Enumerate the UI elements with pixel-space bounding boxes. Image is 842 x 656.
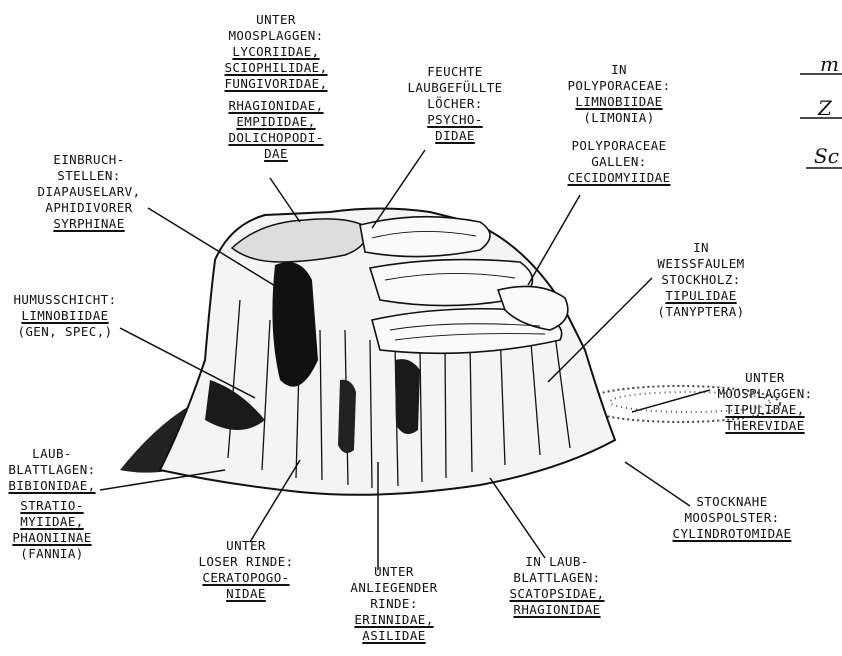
label-line: EINBRUCH- [53, 152, 125, 167]
label-line: (GEN, SPEC,) [17, 324, 113, 339]
label-line: GALLEN: [591, 154, 647, 169]
taxon-name: TIPULIDAE, [725, 402, 805, 417]
taxon-name: ERINNIDAE, [354, 612, 434, 627]
label-line: STOCKNAHE [696, 494, 768, 509]
label-line: STOCKHOLZ: [661, 272, 741, 287]
taxon-name: PHAONIINAE [12, 530, 92, 545]
label-line: FEUCHTE [427, 64, 483, 79]
taxon-name: SCIOPHILIDAE, [224, 60, 328, 75]
label-line: BLATTLAGEN: [8, 462, 96, 477]
label-line: (TANYPTERA) [657, 304, 745, 319]
label-unter-moosplaggen-right: UNTER MOOSPLAGGEN: TIPULIDAE, THEREVIDAE [708, 370, 822, 434]
label-line: APHIDIVORER [45, 200, 133, 215]
taxon-name: LIMNOBIIDAE [575, 94, 663, 109]
label-line: MOOSPOLSTER: [684, 510, 780, 525]
label-in-polyporaceae: IN POLYPORACEAE: LIMNOBIIDAE (LIMONIA) [557, 62, 681, 126]
label-line: IN LAUB- [525, 554, 589, 569]
label-unter-loser-rinde: UNTER LOSER RINDE: CERATOPOGO- NIDAE [194, 538, 298, 602]
label-line: MOOSPLAGGEN: [228, 28, 324, 43]
label-line: LOSER RINDE: [198, 554, 294, 569]
taxon-name: ASILIDAE [362, 628, 426, 643]
taxon-name: EMPIDIDAE, [236, 114, 316, 129]
margin-rules [800, 73, 842, 169]
label-line: ANLIEGENDER [350, 580, 438, 595]
label-unter-anliegender-rinde: UNTER ANLIEGENDER RINDE: ERINNIDAE, ASIL… [344, 564, 444, 644]
label-line: BLATTLAGEN: [513, 570, 601, 585]
label-line: POLYPORACEAE [571, 138, 667, 153]
taxon-name: NIDAE [226, 586, 266, 601]
label-unter-moosplaggen-top: UNTER MOOSPLAGGEN: LYCORIIDAE, SCIOPHILI… [212, 12, 340, 162]
taxon-name: MYIIDAE, [20, 514, 84, 529]
label-line: IN [693, 240, 709, 255]
label-line: LAUBGEFÜLLTE [407, 80, 503, 95]
label-polyporaceae-gallen: POLYPORACEAE GALLEN: CECIDOMYIIDAE [557, 138, 681, 186]
taxon-name: SYRPHINAE [53, 216, 125, 231]
taxon-name: CERATOPOGO- [202, 570, 290, 585]
label-line: RINDE: [370, 596, 418, 611]
label-line: UNTER [256, 12, 296, 27]
corner-mark: Z [818, 96, 832, 120]
leader-lines [99, 149, 711, 570]
label-line: WEISSFAULEM [657, 256, 745, 271]
corner-mark: m [820, 52, 839, 76]
label-line: LÖCHER: [427, 96, 483, 111]
label-line: POLYPORACEAE: [567, 78, 671, 93]
taxon-name: TIPULIDAE [665, 288, 737, 303]
label-humusschicht: HUMUSSCHICHT: LIMNOBIIDAE (GEN, SPEC,) [4, 292, 126, 340]
corner-mark: Sc [814, 144, 839, 168]
label-line: MOOSPLAGGEN: [717, 386, 813, 401]
taxon-name: CYLINDROTOMIDAE [672, 526, 792, 541]
label-line: IN [611, 62, 627, 77]
taxon-name: RHAGIONIDAE [513, 602, 601, 617]
taxon-name: LIMNOBIIDAE [21, 308, 109, 323]
label-feuchte-locher: FEUCHTE LAUBGEFÜLLTE LÖCHER: PSYCHO- DID… [400, 64, 510, 144]
taxon-name: THEREVIDAE [725, 418, 805, 433]
label-laub-blattlagen-left: LAUB- BLATTLAGEN: BIBIONIDAE, STRATIO- M… [4, 446, 100, 562]
taxon-name: FUNGIVORIDAE, [224, 76, 328, 91]
label-weissfaulem-stockholz: IN WEISSFAULEM STOCKHOLZ: TIPULIDAE (TAN… [640, 240, 762, 320]
bracket-fungi [359, 215, 569, 355]
taxon-name: DOLICHOPODI- [228, 130, 324, 145]
taxon-name: STRATIO- [20, 498, 84, 513]
taxon-name: LYCORIIDAE, [232, 44, 320, 59]
taxon-name: DIDAE [435, 128, 475, 143]
label-line: UNTER [226, 538, 266, 553]
label-line: (FANNIA) [20, 546, 84, 561]
taxon-name: PSYCHO- [427, 112, 483, 127]
label-line: STELLEN: [57, 168, 121, 183]
taxon-name: SCATOPSIDAE, [509, 586, 605, 601]
label-line: UNTER [374, 564, 414, 579]
label-line: UNTER [745, 370, 785, 385]
label-einbruchstellen: EINBRUCH- STELLEN: DIAPAUSELARV, APHIDIV… [28, 152, 150, 232]
taxon-name: RHAGIONIDAE, [228, 98, 324, 113]
ground-moss-right [579, 385, 781, 423]
taxon-name: CECIDOMYIIDAE [567, 170, 671, 185]
taxon-name: DAE [264, 146, 288, 161]
label-line: LAUB- [32, 446, 72, 461]
label-line: HUMUSSCHICHT: [13, 292, 117, 307]
label-line: DIAPAUSELARV, [37, 184, 141, 199]
label-stocknahe-moospolster: STOCKNAHE MOOSPOLSTER: CYLINDROTOMIDAE [652, 494, 812, 542]
taxon-name: BIBIONIDAE, [8, 478, 96, 493]
label-line: (LIMONIA) [583, 110, 655, 125]
label-in-laub-blattlagen-bottom: IN LAUB- BLATTLAGEN: SCATOPSIDAE, RHAGIO… [498, 554, 616, 618]
